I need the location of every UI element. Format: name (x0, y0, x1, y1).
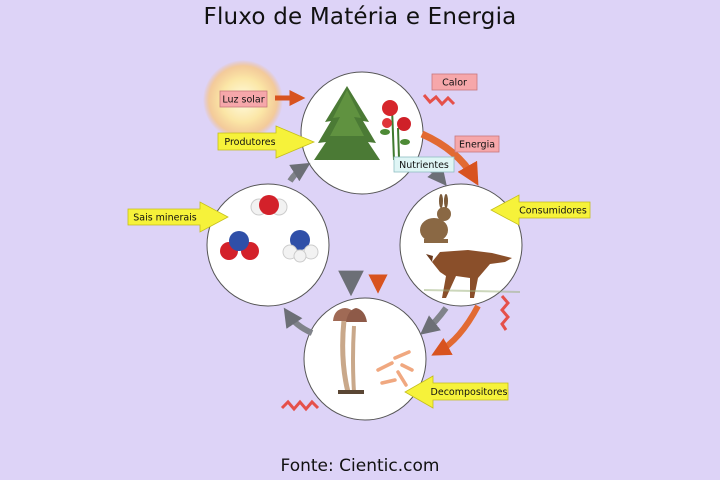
decomposers-circle (303, 297, 427, 421)
consumers-label: Consumidores (490, 194, 591, 226)
matter-arrow-consumers-decomposers (420, 306, 449, 335)
page-title: Fluxo de Matéria e Energia (203, 4, 517, 30)
molecule-icon (220, 231, 259, 260)
svg-text:Luz solar: Luz solar (222, 95, 264, 106)
svg-text:Nutrientes: Nutrientes (399, 160, 449, 171)
source-caption: Fonte: Cientic.com (280, 456, 440, 476)
tree-icon (314, 86, 380, 160)
svg-text:Sais minerais: Sais minerais (133, 213, 197, 224)
svg-text:Energia: Energia (459, 140, 495, 151)
sun-label: Luz solar (219, 90, 268, 108)
heat-label: Calor (431, 73, 478, 91)
svg-text:Decompositores: Decompositores (431, 387, 508, 398)
heat-zigzag-icon (422, 94, 456, 107)
consumers-circle (399, 183, 523, 307)
molecule-icon (282, 230, 319, 263)
bacteria-icon (376, 350, 414, 387)
matter-arrow-decomposers-minerals (283, 307, 314, 336)
mushroom-icon (333, 308, 367, 394)
heat-zigzag-icon (500, 295, 510, 331)
nutrients-label: Nutrientes (393, 156, 455, 173)
producers-label: Produtores (217, 125, 316, 159)
rabbit-icon (420, 194, 451, 243)
minerals-circle (206, 183, 330, 307)
molecule-icon (250, 195, 288, 216)
energy-arrow-consumers-decomposers (431, 304, 481, 356)
energy-label: Energia (454, 135, 500, 153)
matter-arrow-minerals-producers (287, 162, 311, 183)
svg-text:Produtores: Produtores (224, 137, 275, 148)
svg-text:Calor: Calor (442, 78, 467, 89)
rose-icon (380, 100, 411, 161)
svg-text:Consumidores: Consumidores (519, 206, 587, 217)
fox-icon (423, 250, 521, 298)
energy-arrow (420, 130, 479, 186)
minerals-label: Sais minerais (127, 201, 229, 233)
decomposers-label: Decompositores (404, 375, 509, 409)
heat-zigzag-icon (280, 399, 320, 412)
